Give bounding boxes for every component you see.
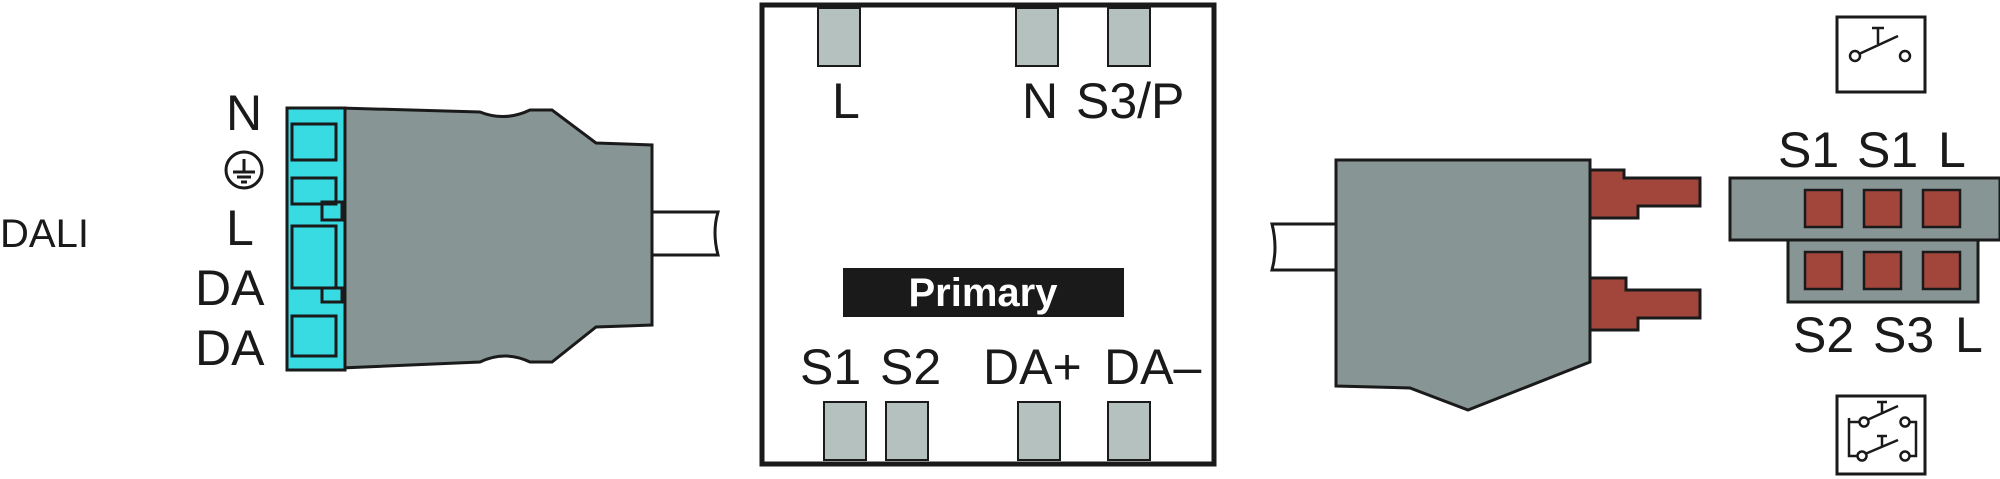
terminal-bottom-s2 xyxy=(885,401,929,461)
switch-connector-body xyxy=(1334,158,1592,412)
single-pushbutton-switch-icon xyxy=(1835,15,1927,94)
socket-pin-5 xyxy=(1862,250,1903,291)
pin-label-da-2: DA xyxy=(195,320,265,376)
socket-top-label-s1a: S1 xyxy=(1778,122,1839,178)
terminal-label-s2: S2 xyxy=(880,339,941,395)
socket-bottom-label-s3: S3 xyxy=(1873,307,1934,363)
socket-top-label-s1b: S1 xyxy=(1857,122,1918,178)
pin-label-n: N xyxy=(226,85,262,141)
dali-slot-3 xyxy=(320,200,344,222)
socket-bottom-label-s2: S2 xyxy=(1793,307,1854,363)
terminal-top-n xyxy=(1015,7,1059,67)
driver-box xyxy=(759,2,1217,467)
pin-label-da-1: DA xyxy=(195,260,265,316)
terminal-label-s3p: S3/P xyxy=(1076,73,1184,129)
dali-slot-2 xyxy=(290,176,338,206)
socket-pin-2 xyxy=(1862,188,1903,229)
terminal-bottom-s1 xyxy=(823,401,867,461)
switch-connector-group xyxy=(1270,158,1702,412)
terminal-label-n: N xyxy=(1022,73,1058,129)
switch-pin-top xyxy=(1584,168,1702,220)
dali-slot-5 xyxy=(320,286,344,304)
driver-box-group: L N S3/P Primary S1 S2 DA+ DA– xyxy=(759,2,1217,467)
earth-ground-icon xyxy=(224,150,264,190)
dali-connector-body xyxy=(338,106,654,370)
dali-slot-1 xyxy=(290,122,338,162)
socket-group: S1 S1 L S2 S3 L xyxy=(1728,15,2000,476)
dali-slot-4 xyxy=(290,224,338,290)
socket-pin-6 xyxy=(1921,250,1962,291)
primary-badge xyxy=(843,268,1124,317)
dali-slot-6 xyxy=(290,314,338,358)
dali-side-label: DALI xyxy=(0,212,89,256)
terminal-label-da-plus: DA+ xyxy=(983,339,1082,395)
terminal-bottom-da-minus xyxy=(1107,401,1151,461)
dali-cable xyxy=(648,210,721,257)
switch-pin-bottom xyxy=(1584,276,1702,332)
socket-pin-4 xyxy=(1803,250,1844,291)
terminal-top-s3p xyxy=(1107,7,1151,67)
terminal-top-l xyxy=(817,7,861,67)
socket-pin-1 xyxy=(1803,188,1844,229)
switch-cable xyxy=(1270,222,1338,272)
socket-top-label-l: L xyxy=(1938,122,1966,178)
terminal-label-l: L xyxy=(832,73,860,129)
primary-badge-label: Primary xyxy=(909,271,1059,315)
double-pushbutton-switch-icon xyxy=(1835,394,1927,476)
socket-bottom-label-l: L xyxy=(1955,307,1983,363)
socket-pin-3 xyxy=(1921,188,1962,229)
pin-label-l: L xyxy=(226,200,254,256)
terminal-label-da-minus: DA– xyxy=(1104,339,1201,395)
terminal-bottom-da-plus xyxy=(1017,401,1061,461)
terminal-label-s1: S1 xyxy=(800,339,861,395)
dali-connector-group: DALI N L DA DA xyxy=(0,85,721,376)
